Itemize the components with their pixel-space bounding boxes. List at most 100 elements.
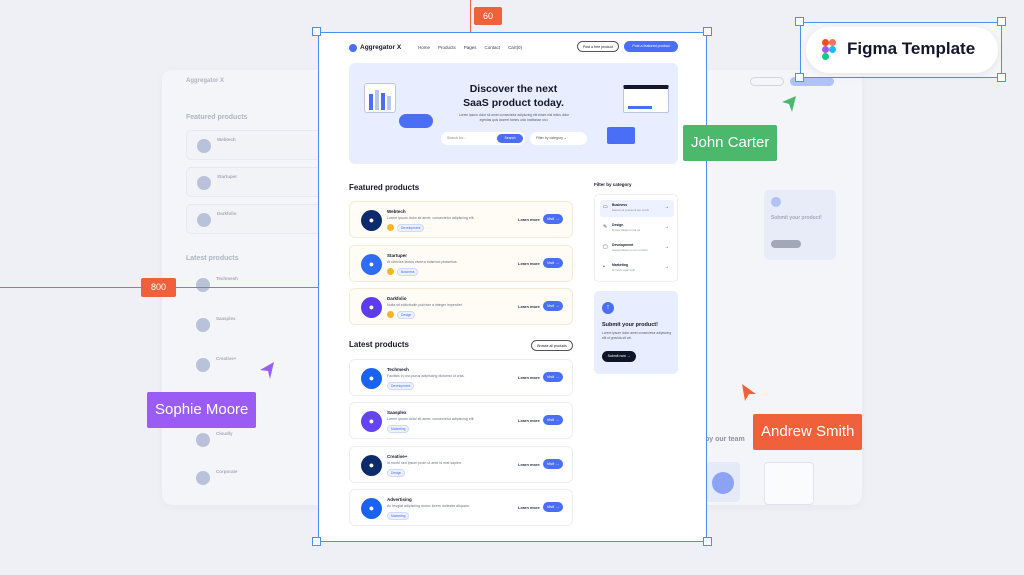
visit-button[interactable]: Visit → [543,502,563,512]
ghost-latest-title: Latest products [186,255,239,262]
submit-text: Lorem ipsum dolor amet consectetur adipi… [602,331,672,340]
resize-handle[interactable] [795,73,804,82]
product-row[interactable]: ● Techmesh Facilisis in orci purus adipi… [349,359,573,396]
submit-now-button[interactable]: Submit now → [602,351,636,362]
category-name: Design [612,223,624,227]
ghost-row-name: Cloudly [216,431,233,436]
filter-title: Filter by category [594,182,632,187]
nav-pages[interactable]: Pages [463,45,477,50]
category-name: Development [612,243,634,247]
learn-more-link[interactable]: Learn more [518,304,540,309]
user-tag-sophie: Sophie Moore [147,392,257,428]
learn-more-link[interactable]: Learn more [518,217,540,222]
product-tag[interactable]: Development [397,224,425,232]
product-tag[interactable]: Design [397,311,416,319]
product-row[interactable]: ● Creative+ Id morbi sed ipsum proin ut … [349,446,573,483]
browse-all-button[interactable]: Browse all products [531,340,573,351]
product-logo-icon: ● [361,210,382,231]
brand-logo-icon [349,44,357,52]
search-button[interactable]: Search [497,134,523,143]
learn-more-link[interactable]: Learn more [518,261,540,266]
product-logo-icon: ● [361,297,382,318]
category-icon: ▢ [603,244,608,250]
ghost-row-name: Creative+ [216,356,237,361]
ruler-label-left: 800 [141,278,176,297]
browser-illustration-icon [623,85,669,113]
cursor-purple-icon [260,362,274,379]
featured-star-icon [387,224,394,231]
product-tag[interactable]: Business [397,268,419,276]
product-tag[interactable]: Development [387,382,415,390]
learn-more-link[interactable]: Learn more [518,505,540,510]
resize-handle[interactable] [312,27,321,36]
hero-title-line-2: SaaS product today. [463,97,564,109]
chart-illustration-icon [364,83,396,113]
nav-cart[interactable]: Cart(0) [508,45,523,50]
figma-logo-icon [822,39,836,60]
visit-button[interactable]: Visit → [543,301,563,311]
product-desc: Nulla sit sollicitudin pulvinar a intege… [387,303,463,307]
resize-handle[interactable] [795,17,804,26]
visit-button[interactable]: Visit → [543,258,563,268]
ghost-row-name: Techmesh [216,276,238,281]
learn-more-link[interactable]: Learn more [518,375,540,380]
product-logo-icon: ● [361,411,382,432]
resize-handle[interactable] [997,17,1006,26]
ghost-featured-title: Featured products [186,114,248,121]
nav-products[interactable]: Products [438,45,456,50]
resize-handle[interactable] [703,537,712,546]
learn-more-link[interactable]: Learn more [518,462,540,467]
category-icon: ✎ [603,224,608,230]
ghost-row: Techmesh [186,270,326,300]
featured-title: Featured products [349,183,420,192]
product-tag[interactable]: Marketing [387,425,410,433]
chat-illustration-icon [399,114,433,128]
product-row[interactable]: ● Startuper At ultricies lectus viverra … [349,245,573,282]
visit-button[interactable]: Visit → [543,459,563,469]
submit-title: Submit your product! [602,322,658,328]
product-tag[interactable]: Design [387,469,406,477]
latest-title: Latest products [349,340,410,349]
figma-badge: Figma Template [806,27,998,73]
product-row[interactable]: ● Webtech Lorem ipsum dolor sit amet, co… [349,201,573,238]
product-logo-icon: ● [361,455,382,476]
product-logo-icon: ● [361,254,382,275]
resize-handle[interactable] [312,537,321,546]
filter-category-select[interactable]: Filter by category ⌄ [530,132,587,145]
post-free-product-button[interactable]: Post a free product [577,41,619,52]
search-input[interactable]: Search for... Search [441,132,525,145]
visit-button[interactable]: Visit → [543,415,563,425]
category-desc: Suspendisse et non et dolor [612,248,648,252]
learn-more-link[interactable]: Learn more [518,418,540,423]
visit-button[interactable]: Visit → [543,372,563,382]
post-featured-product-button[interactable]: Post a featured product [624,41,678,52]
product-row[interactable]: ● Saasplex Lorem ipsum dolor sit amet, c… [349,402,573,439]
ghost-row: Cloudly [186,425,326,455]
resize-handle[interactable] [703,27,712,36]
product-desc: Lorem ipsum dolor sit amet, consectetur … [387,417,475,421]
folder-illustration-icon [607,127,635,144]
main-page-frame[interactable]: Aggregator X Home Products Pages Contact… [318,32,707,542]
nav-home[interactable]: Home [418,45,431,50]
cursor-green-icon [782,96,796,112]
featured-star-icon [387,311,394,318]
ruler-label-top: 60 [474,7,502,25]
visit-button[interactable]: Visit → [543,214,563,224]
brand-name[interactable]: Aggregator X [360,44,402,51]
ghost-brand: Aggregator X [186,78,225,84]
product-row[interactable]: ● Darkfolio Nulla sit sollicitudin pulvi… [349,288,573,325]
product-desc: Ac feugiat adipiscing donec lorem molest… [387,504,470,508]
nav-contact[interactable]: Contact [484,45,501,50]
ghost-row-name: Darkfolio [217,211,237,216]
featured-star-icon [387,268,394,275]
resize-handle[interactable] [997,73,1006,82]
nav-links: Home Products Pages Contact Cart(0) [418,45,530,50]
ghost-row-name: Saasplex [216,316,236,321]
product-row[interactable]: ● Advertising Ac feugiat adipiscing done… [349,489,573,526]
product-tag[interactable]: Marketing [387,512,410,520]
ghost-row-name: Webtech [217,137,236,142]
